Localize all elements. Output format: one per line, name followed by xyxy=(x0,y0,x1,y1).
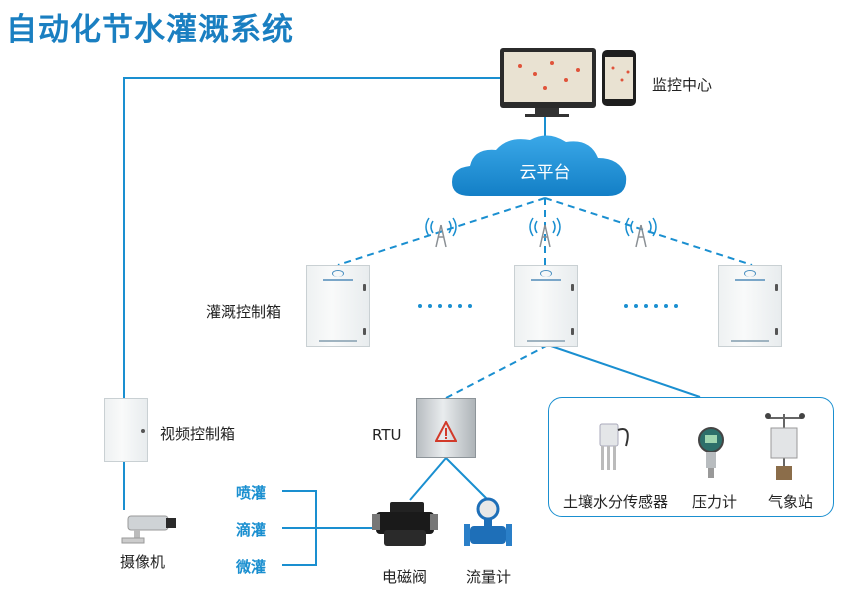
flowmeter-label: 流量计 xyxy=(466,568,512,586)
irrigation-box-label: 灌溉控制箱 xyxy=(206,303,282,321)
irrigation-box-center[interactable] xyxy=(514,265,578,347)
soil-sensor-icon xyxy=(599,423,629,470)
mode-micro: 微灌 xyxy=(236,558,267,576)
link-box-sensors xyxy=(547,344,701,398)
video-control-box[interactable] xyxy=(104,398,148,462)
wireless-link-right xyxy=(544,197,753,266)
soil-sensor-label: 土壤水分传感器 xyxy=(563,493,669,511)
page-title: 自动化节水灌溉系统 xyxy=(6,12,294,48)
cloud-label: 云平台 xyxy=(520,163,571,183)
video-box-label: 视频控制箱 xyxy=(160,425,236,443)
weather-station-icon xyxy=(765,413,805,480)
camera-label: 摄像机 xyxy=(120,553,166,571)
link-rtu-flow xyxy=(445,457,489,501)
rtu-label: RTU xyxy=(372,426,402,444)
irrigation-box-right[interactable] xyxy=(718,265,782,347)
solenoid-label: 电磁阀 xyxy=(382,568,428,586)
antenna-icon xyxy=(425,217,657,248)
wireless-link-left xyxy=(337,197,546,266)
sensor-group xyxy=(548,397,834,517)
mode-spray: 喷灌 xyxy=(236,484,267,502)
ellipsis-dots xyxy=(418,304,678,308)
mode-drip: 滴灌 xyxy=(236,521,267,539)
irrigation-box-left[interactable] xyxy=(306,265,370,347)
wireless-link-rtu xyxy=(445,344,549,399)
solenoid-valve-icon xyxy=(372,502,438,546)
link-rtu-solenoid xyxy=(409,457,447,501)
rtu-box[interactable] xyxy=(416,398,476,458)
warning-icon xyxy=(435,421,457,442)
link-monitor-video xyxy=(123,77,540,398)
weather-label: 气象站 xyxy=(768,493,814,511)
monitor-center-label: 监控中心 xyxy=(652,76,713,94)
pressure-gauge-icon xyxy=(698,427,724,478)
monitor-icon xyxy=(500,48,636,117)
flowmeter-icon xyxy=(464,497,512,546)
pressure-label: 压力计 xyxy=(692,493,738,511)
cloud-platform: 云平台 xyxy=(452,135,627,196)
camera-icon xyxy=(121,515,176,544)
